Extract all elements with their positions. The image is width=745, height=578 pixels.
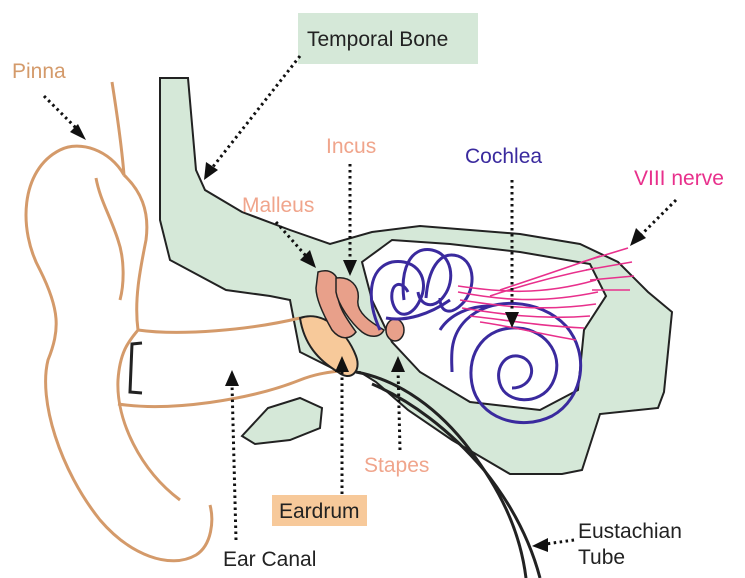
stapes-label: Stapes [364,454,429,477]
malleus-label: Malleus [242,194,314,217]
ear-canal-upper [138,318,300,332]
concha-bracket [130,343,142,393]
temporal-bone-label: Temporal Bone [307,28,448,51]
eustachian-label-line1: Eustachian [578,520,682,543]
pinna-label: Pinna [12,60,66,83]
viii-nerve-label: VIII nerve [634,167,724,190]
cochlea-label: Cochlea [465,145,542,168]
pinna-arrow [44,96,86,140]
ear-canal-label: Ear Canal [223,548,316,571]
incus-label: Incus [326,135,376,158]
bone-lower-piece [242,398,322,444]
eustachian-label-line2: Tube [578,546,625,569]
eustachian-tube-arrow [532,538,574,552]
temporal-bone-arrow [204,56,300,180]
ear-canal-arrow [225,370,239,540]
pinna-antihelix [96,178,123,300]
viii-nerve-arrow [630,200,676,246]
stapes-shape [386,319,404,341]
eardrum-label: Eardrum [279,500,360,523]
